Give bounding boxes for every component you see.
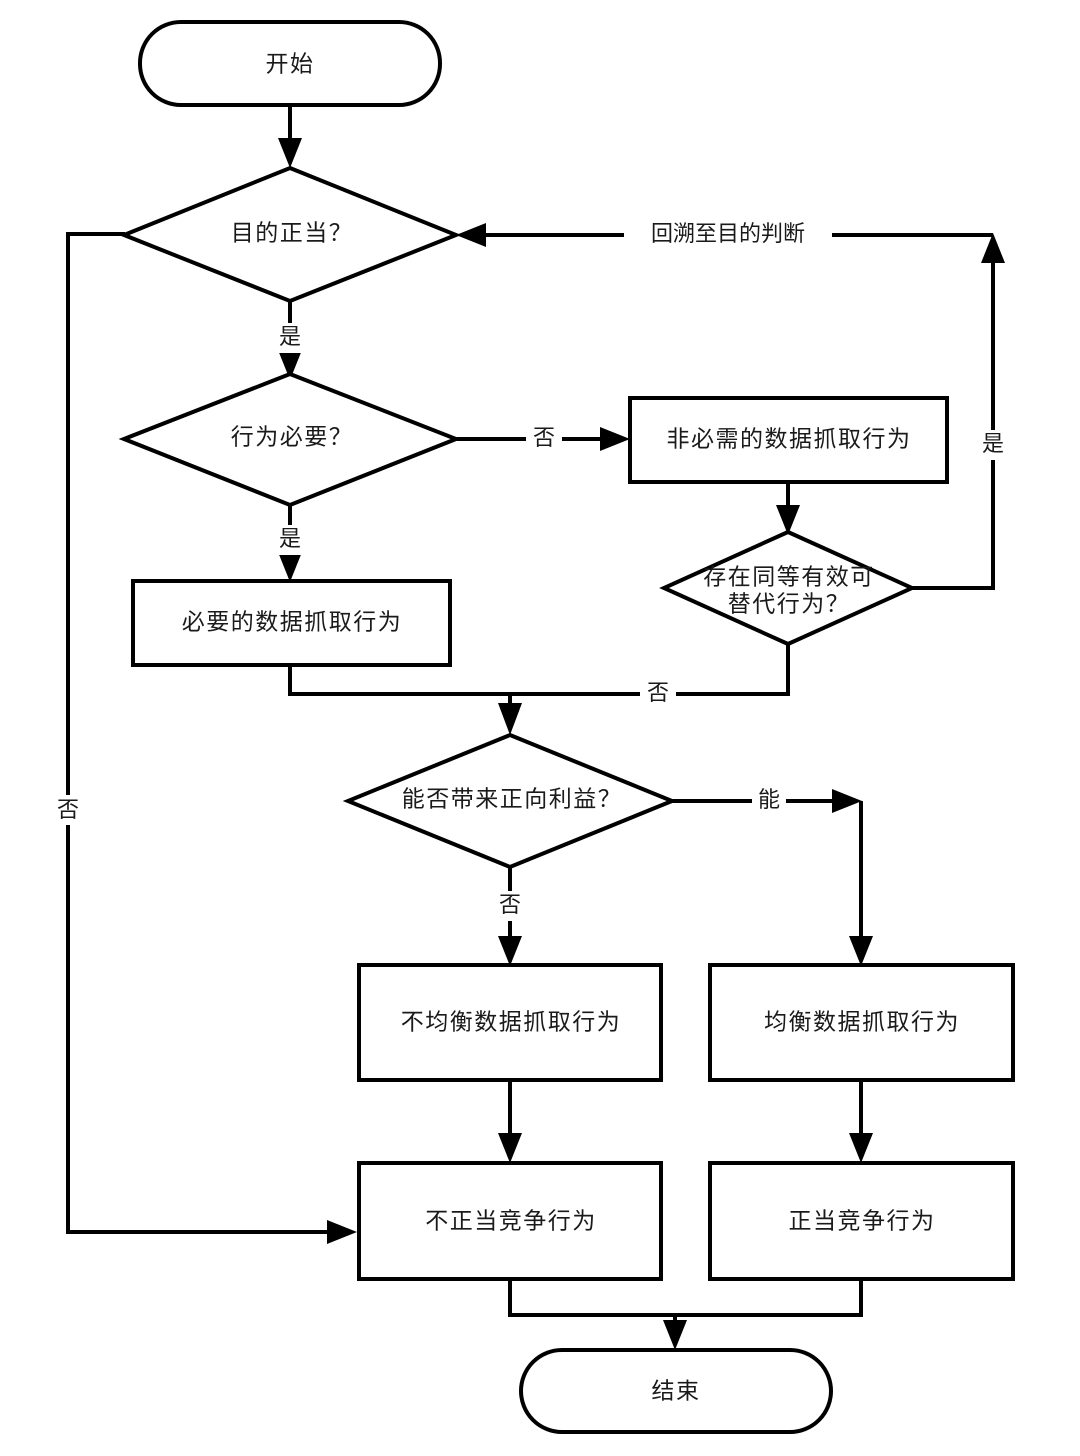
node-unfair-competition-label: 不正当竞争行为	[425, 1209, 597, 1235]
edge-start-to-purpose	[278, 105, 302, 168]
node-alternative-exists-label-line2: 替代行为？	[728, 592, 851, 618]
edge-label-backtrack: 回溯至目的判断	[624, 220, 832, 250]
node-balanced-scraping-label: 均衡数据抓取行为	[764, 1010, 960, 1036]
node-necessary-scraping[interactable]: 必要的数据抓取行为	[131, 579, 452, 667]
node-purpose-legit-label: 目的正当？	[231, 221, 354, 247]
edge-label-purpose-no-text: 否	[57, 798, 79, 823]
node-alternative-exists-label-line1: 存在同等有效可	[703, 565, 875, 591]
edge-merge-to-benefit	[498, 694, 522, 735]
edge-label-purpose-yes-text: 是	[279, 325, 301, 350]
node-unbalanced-scraping[interactable]: 不均衡数据抓取行为	[357, 963, 663, 1082]
node-conduct-necessary[interactable]: 行为必要？	[118, 371, 462, 508]
node-unnecessary-scraping-label: 非必需的数据抓取行为	[667, 427, 912, 453]
edge-label-benefit-no: 否	[493, 891, 527, 921]
edge-label-benefit-yes: 能	[752, 786, 786, 816]
node-balanced-scraping[interactable]: 均衡数据抓取行为	[708, 963, 1015, 1082]
node-positive-benefit-label: 能否带来正向利益？	[402, 787, 623, 813]
node-positive-benefit[interactable]: 能否带来正向利益？	[342, 732, 678, 870]
edge-alternative-no	[510, 642, 790, 696]
edge-label-purpose-no: 否	[52, 795, 84, 825]
node-alternative-exists[interactable]: 存在同等有效可 替代行为？	[659, 529, 917, 647]
edge-label-necessary-yes: 是	[274, 525, 306, 555]
edge-necessary-box-to-merge	[288, 664, 510, 696]
node-conduct-necessary-label: 行为必要？	[231, 425, 354, 451]
edge-purpose-no	[66, 232, 357, 1244]
edge-unnecessary-to-alternative	[776, 481, 800, 535]
node-purpose-legit[interactable]: 目的正当？	[118, 165, 462, 304]
edge-label-purpose-yes: 是	[274, 323, 306, 353]
node-necessary-scraping-label: 必要的数据抓取行为	[182, 610, 403, 636]
edge-results-to-end	[508, 1279, 863, 1350]
edge-label-alternative-yes-text: 是	[982, 432, 1004, 457]
edge-label-benefit-yes-text: 能	[758, 788, 780, 813]
node-end-label: 结束	[652, 1379, 701, 1405]
node-unbalanced-scraping-label: 不均衡数据抓取行为	[401, 1010, 622, 1036]
edge-label-benefit-no-text: 否	[499, 893, 521, 918]
edge-label-necessary-no-text: 否	[533, 426, 555, 451]
edge-label-necessary-yes-text: 是	[279, 527, 301, 552]
edge-label-necessary-no: 否	[526, 424, 562, 454]
node-start[interactable]: 开始	[138, 20, 442, 107]
node-start-label: 开始	[266, 52, 315, 78]
edge-balanced-to-fair	[849, 1080, 873, 1163]
edge-label-alternative-no-text: 否	[647, 681, 669, 706]
node-unnecessary-scraping[interactable]: 非必需的数据抓取行为	[628, 396, 949, 484]
node-unfair-competition[interactable]: 不正当竞争行为	[357, 1161, 663, 1281]
node-fair-competition[interactable]: 正当竞争行为	[708, 1161, 1015, 1281]
edge-label-backtrack-text: 回溯至目的判断	[651, 222, 805, 247]
edge-unbalanced-to-unfair	[498, 1080, 522, 1163]
edge-label-alternative-no: 否	[640, 679, 676, 709]
node-fair-competition-label: 正当竞争行为	[789, 1209, 936, 1235]
node-end[interactable]: 结束	[519, 1348, 833, 1434]
edge-label-alternative-yes: 是	[977, 430, 1009, 460]
